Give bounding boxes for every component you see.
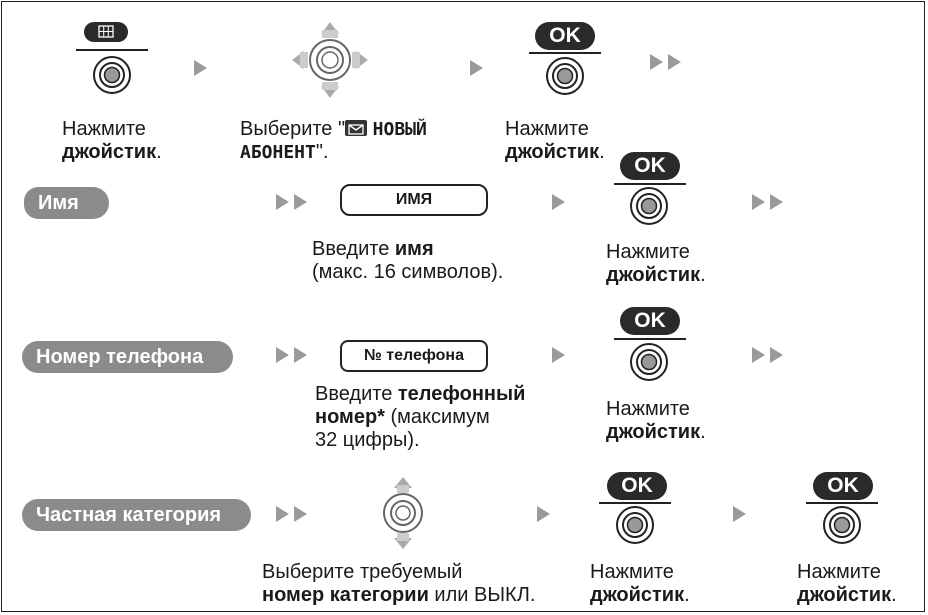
pill-name: Имя: [24, 187, 109, 219]
step-arrow-icon: [552, 194, 565, 210]
ok-key-icon: OK: [607, 472, 667, 500]
double-arrow-icon: [276, 194, 307, 210]
double-arrow-icon: [752, 347, 783, 363]
step-text-press-joystick: Нажмите джойстик.: [590, 561, 690, 606]
divider-line: [614, 183, 686, 185]
mail-icon: [345, 120, 368, 136]
step-text-press-joystick: Нажмите джойстик.: [606, 241, 706, 286]
divider-line: [599, 502, 671, 504]
step-arrow-icon: [470, 60, 483, 76]
step-text-enter-name: Введите имя (макс. 16 символов).: [312, 238, 504, 283]
joystick-4way-icon: [292, 22, 368, 98]
ok-key-icon: OK: [620, 307, 680, 335]
step-text-press-joystick: Нажмите джойстик.: [62, 118, 162, 163]
divider-line: [529, 52, 601, 54]
ok-key-icon: OK: [620, 152, 680, 180]
pill-phone-number: Номер телефона: [22, 341, 234, 373]
double-arrow-icon: [650, 54, 681, 70]
joystick-updown-icon: [383, 477, 423, 549]
joystick-press-icon: [93, 56, 131, 94]
display-name-field: ИМЯ: [340, 184, 488, 216]
joystick-press-icon: [630, 187, 668, 225]
step-text-select-new-contact: Выберите " НОВЫЙ АБОНЕНТ".: [240, 118, 427, 163]
step-text-select-category: Выберите требуемый номер категории или В…: [262, 561, 536, 606]
joystick-press-icon: [823, 506, 861, 544]
ok-key-icon: OK: [535, 22, 595, 50]
divider-line: [806, 502, 878, 504]
pill-private-category: Частная категория: [22, 499, 252, 531]
divider-line: [614, 338, 686, 340]
display-phone-field: № телефона: [340, 340, 488, 372]
step-arrow-icon: [552, 347, 565, 363]
double-arrow-icon: [752, 194, 783, 210]
step-text-press-joystick: Нажмите джойстик.: [797, 561, 897, 606]
joystick-press-icon: [546, 57, 584, 95]
step-arrow-icon: [733, 506, 746, 522]
menu-key-icon: [84, 22, 128, 42]
double-arrow-icon: [276, 506, 307, 522]
double-arrow-icon: [276, 347, 307, 363]
step-text-press-joystick: Нажмите джойстик.: [606, 398, 706, 443]
joystick-press-icon: [616, 506, 654, 544]
step-text-enter-phone: Введите телефонный номер* (максимум 32 ц…: [315, 383, 526, 451]
step-arrow-icon: [194, 60, 207, 76]
ok-key-icon: OK: [813, 472, 873, 500]
step-text-press-joystick: Нажмите джойстик.: [505, 118, 605, 163]
divider-line: [76, 49, 148, 51]
joystick-press-icon: [630, 343, 668, 381]
step-arrow-icon: [537, 506, 550, 522]
